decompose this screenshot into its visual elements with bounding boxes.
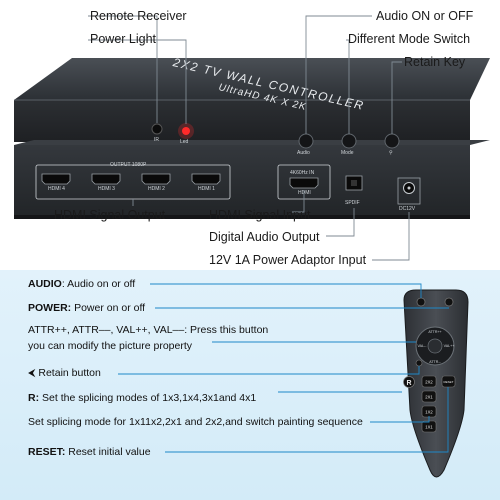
- retain-key-callout: Retain Key: [404, 55, 466, 69]
- hdmi-input-callout: HDMI Signal Input: [209, 208, 311, 222]
- legend-retain: ⮜ Retain button: [28, 367, 101, 380]
- svg-text:2X2: 2X2: [425, 380, 433, 385]
- mode-key-label: Mode: [341, 150, 354, 156]
- retain-key-icon: [384, 133, 400, 149]
- mode-key-icon: [341, 133, 357, 149]
- legend-audio: AUDIO: Audio on or off: [28, 278, 135, 291]
- hdmi-output-1-port: [191, 173, 221, 185]
- svg-text:2X1: 2X1: [425, 395, 433, 400]
- hdmi-output-callout: HDMI Signal Output: [54, 208, 166, 222]
- hdmi-input-port: [289, 177, 319, 189]
- legend-audio-desc: : Audio on or off: [61, 278, 136, 290]
- hdmi4-label: HDMI 4: [48, 186, 65, 192]
- ir-receiver-icon: [151, 123, 163, 135]
- legend-retain-icon: ⮜: [28, 367, 36, 379]
- legend-reset: RESET: Reset initial value: [28, 446, 151, 459]
- legend-retain-desc: Retain button: [35, 367, 101, 379]
- device-rear-face: [14, 145, 470, 215]
- audio-key-icon: [298, 133, 314, 149]
- device-rear-top: [14, 140, 490, 145]
- audio-on-off-callout: Audio ON or OFF: [376, 9, 474, 23]
- legend-r-desc: Set the splicing modes of 1x3,1x4,3x1and…: [39, 392, 257, 404]
- retain-key-label: ⚲: [389, 150, 393, 156]
- hdmi-output-3-port: [91, 173, 121, 185]
- remote-2x1-button: [421, 390, 437, 403]
- input-title-label: 4K60Hz IN: [290, 170, 315, 176]
- svg-text:R: R: [406, 380, 411, 387]
- hdmi1-label: HDMI 1: [198, 186, 215, 192]
- digital-audio-callout: Digital Audio Output: [209, 230, 320, 244]
- power-adaptor-callout: 12V 1A Power Adaptor Input: [209, 253, 367, 267]
- remote-reset-button: [441, 375, 456, 388]
- legend-r: R: Set the splicing modes of 1x3,1x4,3x1…: [28, 392, 256, 405]
- power-light-callout: Power Light: [90, 32, 157, 46]
- remote-audio-button: [416, 297, 426, 307]
- spdif-label: SPDIF: [345, 200, 360, 206]
- remote-r-button: [403, 376, 415, 388]
- legend-power-desc: Power on or off: [71, 302, 146, 314]
- legend-audio-key: AUDIO: [28, 278, 62, 290]
- remote-control: ATTR++ ATTR-- VAL-- VAL++ R 2X2 RESET 2X…: [118, 283, 469, 478]
- legend-attr-line1: ATTR++, ATTR––, VAL++, VAL––: Press this…: [28, 324, 269, 336]
- svg-text:RESET: RESET: [443, 380, 453, 384]
- legend-r-key: R:: [28, 392, 40, 404]
- power-led-icon: [182, 127, 190, 135]
- led-label: Led: [180, 139, 189, 145]
- remote-retain-button: [415, 359, 423, 367]
- legend-power-key: POWER:: [28, 302, 72, 314]
- legend-reset-key: RESET:: [28, 446, 66, 458]
- remote-attr-down-label: ATTR--: [429, 360, 441, 364]
- legend-reset-desc: Reset initial value: [65, 446, 151, 458]
- svg-text:1X2: 1X2: [425, 410, 433, 415]
- legend-power: POWER: Power on or off: [28, 302, 145, 315]
- remote-2x2-button: [421, 375, 437, 388]
- hdmi-output-2-port: [141, 173, 171, 185]
- legend-attr-line2: you can modify the picture property: [28, 340, 193, 352]
- ir-label: IR: [154, 137, 159, 143]
- dc-power-port: [397, 177, 421, 205]
- audio-key-label: Audio: [297, 150, 310, 156]
- remote-receiver-callout: Remote Receiver: [90, 9, 187, 23]
- device-front-face: [14, 100, 470, 142]
- output-title-label: OUTPUT 1080P: [110, 162, 147, 168]
- hdmi2-label: HDMI 2: [148, 186, 165, 192]
- svg-text:1X1: 1X1: [425, 425, 433, 430]
- hdmi-in-label: HDMI: [298, 190, 311, 196]
- hdmi-output-4-port: [41, 173, 71, 185]
- remote-power-button: [444, 297, 454, 307]
- hdmi3-label: HDMI 3: [98, 186, 115, 192]
- power-label: DC12V: [399, 206, 416, 212]
- remote-val-up-label: VAL++: [444, 344, 455, 348]
- remote-attr-up-label: ATTR++: [428, 330, 441, 334]
- legend-splice: Set splicing mode for 1x11x2,2x1 and 2x2…: [28, 416, 363, 428]
- remote-val-down-label: VAL--: [418, 344, 428, 348]
- different-mode-callout: Different Mode Switch: [348, 32, 471, 46]
